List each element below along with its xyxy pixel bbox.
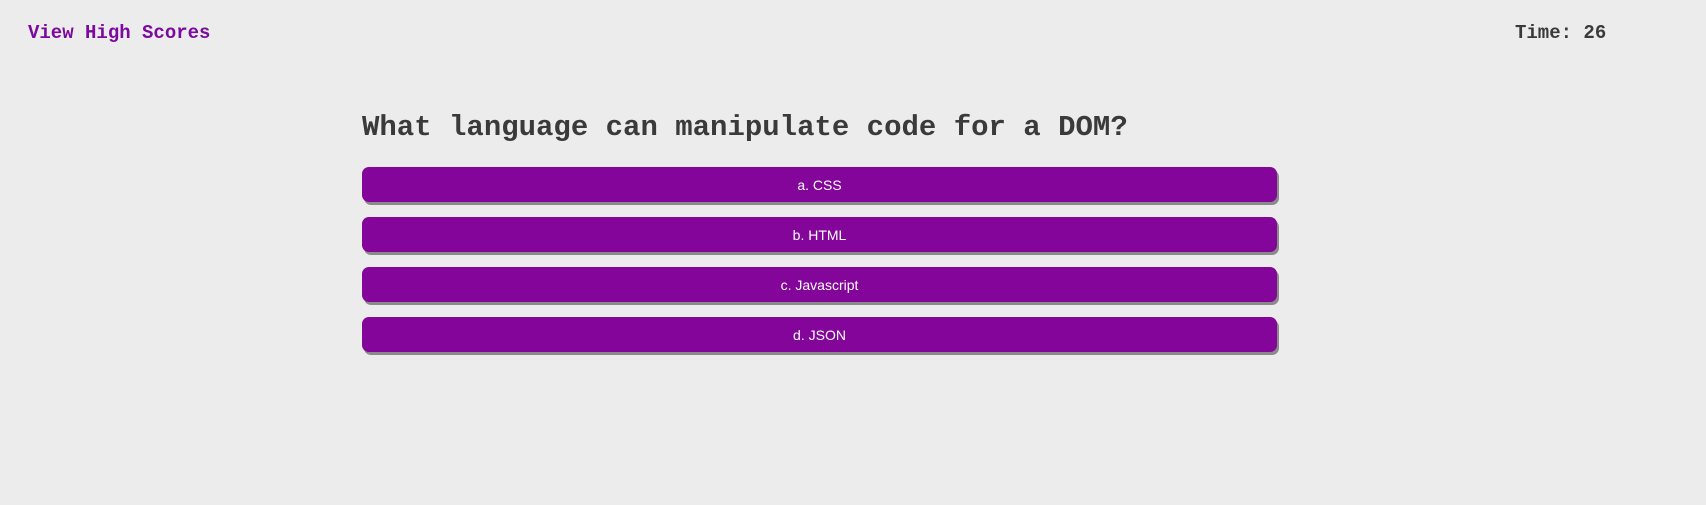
choice-b-button[interactable]: b. HTML xyxy=(362,217,1277,252)
choice-a-button[interactable]: a. CSS xyxy=(362,167,1277,202)
choice-c-button[interactable]: c. Javascript xyxy=(362,267,1277,302)
choice-d-button[interactable]: d. JSON xyxy=(362,317,1277,352)
question-title: What language can manipulate code for a … xyxy=(362,111,1128,144)
timer: Time: 26 xyxy=(1515,22,1607,44)
view-high-scores-link[interactable]: View High Scores xyxy=(28,22,211,44)
choices-list: a. CSS b. HTML c. Javascript d. JSON xyxy=(362,167,1277,352)
quiz-container: What language can manipulate code for a … xyxy=(362,108,1277,367)
